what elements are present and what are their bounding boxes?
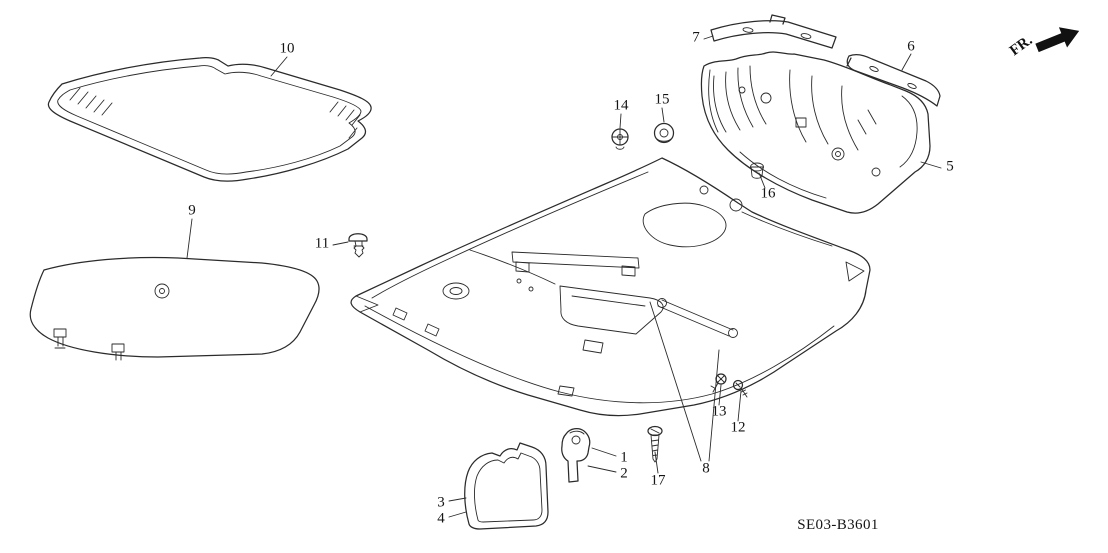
insulator-details — [708, 69, 918, 199]
dash-insulator-5 — [700, 51, 931, 214]
callout-1: 1 — [620, 449, 628, 465]
bracket-1-2 — [561, 427, 591, 483]
screw-17 — [647, 425, 663, 463]
carpet-grommet-hole — [442, 282, 470, 300]
main-floor-carpet — [350, 157, 871, 417]
mat-texture-hatching — [69, 87, 361, 139]
callout-12: 12 — [731, 419, 746, 435]
callout-labels: 1 2 3 4 5 6 7 8 9 10 11 12 13 14 15 16 1… — [188, 29, 954, 526]
seal-strip-7 — [710, 14, 837, 49]
callout-16: 16 — [761, 185, 777, 201]
callout-17: 17 — [651, 472, 667, 488]
callout-2: 2 — [620, 465, 628, 481]
grommet-15 — [653, 122, 675, 144]
callout-9: 9 — [188, 202, 196, 218]
callout-14: 14 — [614, 97, 630, 113]
screw-12 — [732, 379, 748, 398]
seal-strip-6 — [846, 53, 941, 107]
carpet-detail-shapes — [355, 202, 865, 397]
callout-6: 6 — [907, 38, 915, 54]
screw-13 — [710, 373, 727, 393]
callout-4: 4 — [437, 510, 445, 526]
callout-15: 15 — [655, 91, 670, 107]
arrow-icon — [1035, 27, 1080, 53]
insulator-ribs — [713, 65, 859, 151]
mat-hole — [154, 283, 170, 299]
mat-clips — [53, 328, 125, 361]
callout-7: 7 — [692, 29, 700, 45]
callout-8: 8 — [702, 460, 710, 476]
diagram-code: SE03-B3601 — [797, 517, 879, 533]
fr-direction-arrow: FR. — [1007, 27, 1080, 59]
callout-13: 13 — [712, 403, 727, 419]
callout-10: 10 — [280, 40, 295, 56]
plug-16 — [750, 162, 764, 179]
floor-mat-10 — [47, 57, 372, 182]
leader-lines — [186, 35, 942, 518]
callout-5: 5 — [946, 158, 954, 174]
insulator-mat-9 — [29, 256, 320, 361]
screw-fastener-14 — [611, 128, 629, 150]
fr-label: FR. — [1007, 32, 1036, 59]
callout-3: 3 — [437, 494, 445, 510]
push-clip-11 — [348, 233, 368, 258]
insulator-pieces-3-4 — [464, 442, 549, 530]
callout-11: 11 — [315, 235, 329, 251]
carpet-contour-lines — [364, 171, 835, 404]
